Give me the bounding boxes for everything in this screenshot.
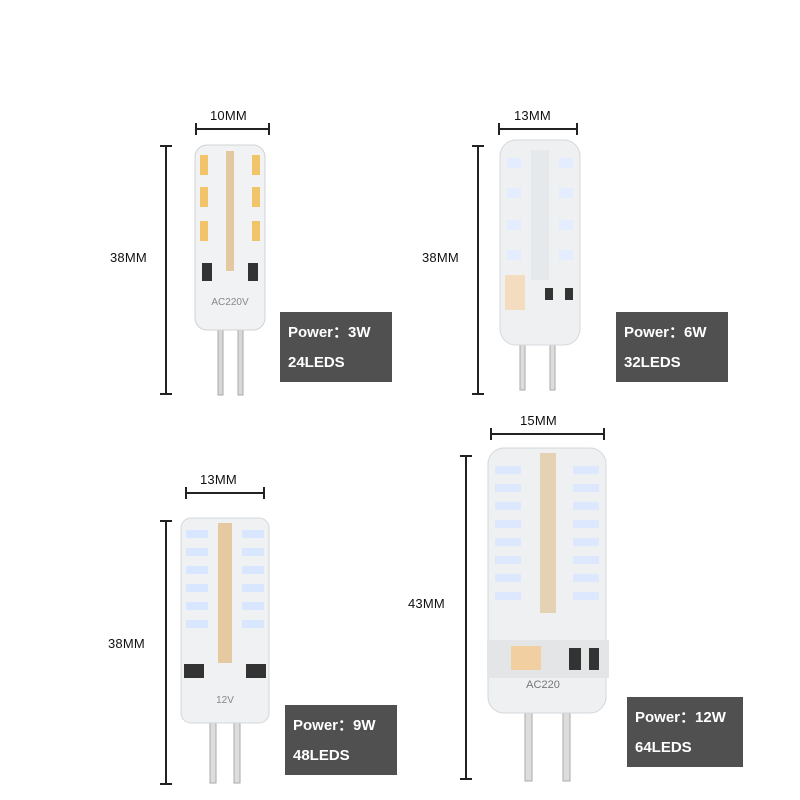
- height-label: 38MM: [110, 250, 147, 265]
- height-label: 38MM: [108, 636, 145, 651]
- height-label: 38MM: [422, 250, 459, 265]
- bulb-chip-text: 12V: [216, 695, 234, 706]
- leds-text: 48LEDS: [293, 747, 350, 764]
- height-dimension-line: [460, 455, 472, 780]
- width-label: 13MM: [514, 108, 551, 123]
- width-dimension-line: [185, 487, 265, 499]
- g4-led-bulb-icon: 12V: [180, 517, 270, 784]
- width-label: 13MM: [200, 472, 237, 487]
- width-dimension-line: [490, 428, 605, 440]
- spec-box: Power：6W 32LEDS: [616, 312, 728, 382]
- power-text: Power：9W: [293, 717, 376, 734]
- leds-text: 64LEDS: [635, 739, 692, 756]
- leds-text: 24LEDS: [288, 354, 345, 371]
- height-label: 43MM: [408, 596, 445, 611]
- g4-led-bulb-icon: AC220V: [194, 144, 266, 396]
- width-dimension-line: [498, 123, 578, 135]
- power-text: Power：12W: [635, 709, 726, 726]
- bulb-chip-text: AC220: [526, 679, 560, 691]
- spec-box: Power：3W 24LEDS: [280, 312, 392, 382]
- bulb-chip-text: AC220V: [211, 297, 249, 308]
- width-label: 10MM: [210, 108, 247, 123]
- height-dimension-line: [472, 145, 484, 395]
- height-dimension-line: [160, 520, 172, 785]
- spec-box: Power：9W 48LEDS: [285, 705, 397, 775]
- width-dimension-line: [195, 123, 270, 135]
- height-dimension-line: [160, 145, 172, 395]
- power-text: Power：3W: [288, 324, 371, 341]
- spec-box: Power：12W 64LEDS: [627, 697, 743, 767]
- width-label: 15MM: [520, 413, 557, 428]
- g4-led-bulb-icon: [499, 139, 581, 391]
- g4-led-bulb-icon: AC220: [487, 447, 609, 782]
- leds-text: 32LEDS: [624, 354, 681, 371]
- power-text: Power：6W: [624, 324, 707, 341]
